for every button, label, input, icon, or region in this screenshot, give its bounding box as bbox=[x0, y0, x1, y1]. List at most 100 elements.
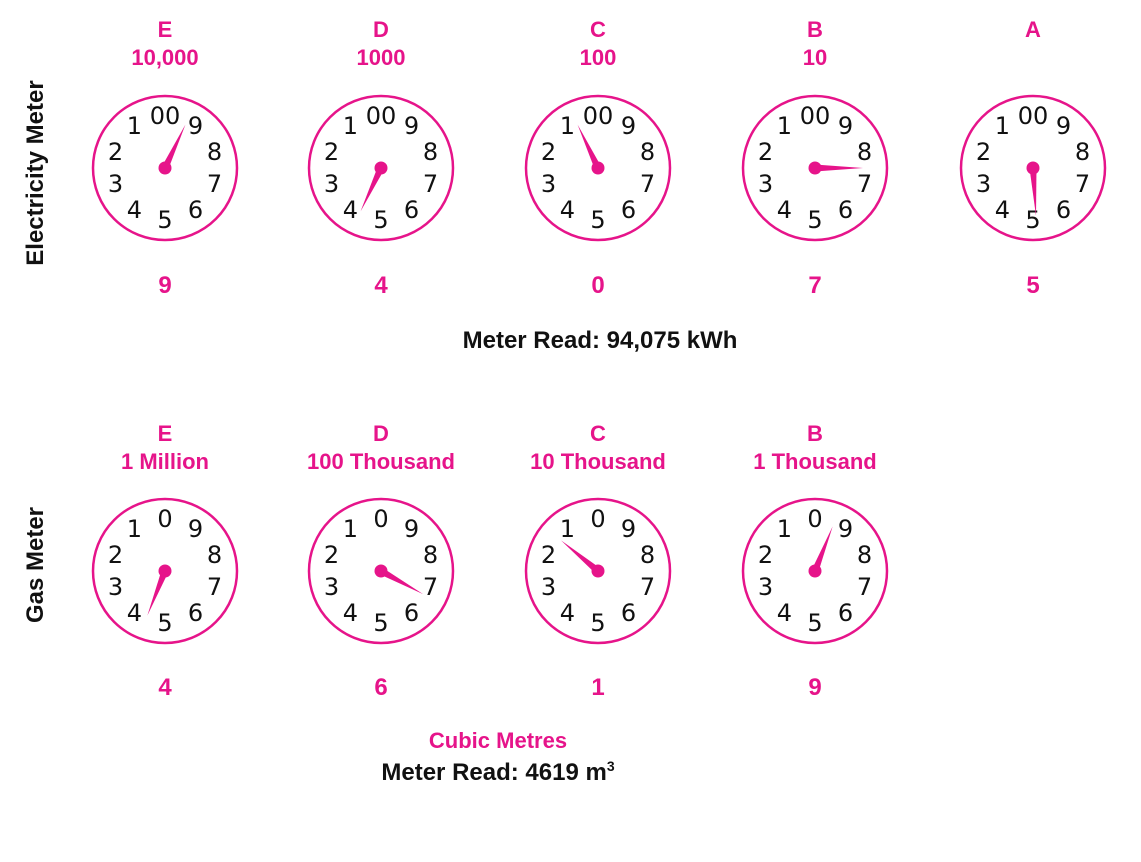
elec-dial-a-header: A bbox=[933, 16, 1133, 44]
dial-needle bbox=[811, 526, 833, 573]
dial-number: 0 bbox=[373, 505, 388, 533]
dial-number: 1 bbox=[343, 112, 358, 140]
dial-number: 00 bbox=[150, 102, 181, 130]
dial-number: 8 bbox=[207, 138, 222, 166]
dial-number: 9 bbox=[404, 112, 419, 140]
dial-number: 6 bbox=[188, 599, 203, 627]
dial-multiplier: 100 Thousand bbox=[307, 449, 455, 474]
dial-number: 6 bbox=[404, 599, 419, 627]
dial-number: 2 bbox=[976, 138, 991, 166]
dial-number: 5 bbox=[807, 206, 822, 234]
dial-hub bbox=[374, 161, 388, 175]
gas-meter-read: Meter Read: 4619 m3 bbox=[198, 758, 798, 787]
gas-unit-label: Cubic Metres bbox=[428, 728, 568, 753]
dial-number: 8 bbox=[423, 138, 438, 166]
dial-number: 1 bbox=[560, 515, 575, 543]
dial-number: 6 bbox=[621, 196, 636, 224]
dial-number: 2 bbox=[541, 541, 556, 569]
dial-number: 6 bbox=[404, 196, 419, 224]
dial-number: 7 bbox=[207, 170, 222, 198]
dial-number: 9 bbox=[838, 112, 853, 140]
gas-dial-d-reading: 6 bbox=[374, 674, 388, 701]
gas-dial-b-reading: 9 bbox=[808, 674, 822, 701]
dial-number: 2 bbox=[758, 541, 773, 569]
dial-number: 5 bbox=[373, 206, 388, 234]
dial-hub bbox=[808, 161, 822, 175]
dial-number: 7 bbox=[857, 573, 872, 601]
dial-multiplier: 100 bbox=[579, 45, 617, 70]
dial-number: 8 bbox=[207, 541, 222, 569]
dial-letter: D bbox=[373, 421, 389, 446]
dial-number: 3 bbox=[976, 170, 991, 198]
dial-number: 4 bbox=[777, 599, 792, 627]
gas-meter-read-text: Meter Read: 4619 m bbox=[381, 759, 607, 786]
dial-number: 3 bbox=[108, 170, 123, 198]
dial-number: 9 bbox=[188, 515, 203, 543]
dial-multiplier: 1000 bbox=[356, 45, 406, 70]
dial-number: 8 bbox=[640, 541, 655, 569]
elec-dial-a-reading: 5 bbox=[1026, 272, 1040, 299]
dial-number: 6 bbox=[621, 599, 636, 627]
dial-number: 5 bbox=[157, 609, 172, 637]
dial-number: 1 bbox=[777, 112, 792, 140]
elec-dial-e-header: E 10,000 bbox=[65, 16, 265, 72]
dial-number: 4 bbox=[343, 599, 358, 627]
dial-hub bbox=[591, 161, 605, 175]
elec-dial-c-header: C 100 bbox=[498, 16, 698, 72]
dial-needle bbox=[360, 166, 385, 212]
dial-number: 9 bbox=[838, 515, 853, 543]
dial-number: 6 bbox=[1056, 196, 1071, 224]
dial-hub bbox=[158, 161, 172, 175]
dial-number: 3 bbox=[758, 170, 773, 198]
dial-number: 5 bbox=[807, 609, 822, 637]
dial-number: 3 bbox=[758, 573, 773, 601]
dial-number: 4 bbox=[560, 599, 575, 627]
electricity-meter-read: Meter Read: 94,075 kWh bbox=[462, 327, 738, 354]
dial-number: 2 bbox=[108, 541, 123, 569]
dial-number: 4 bbox=[343, 196, 358, 224]
dial-hub bbox=[1026, 161, 1040, 175]
dial-number: 8 bbox=[1075, 138, 1090, 166]
dial-number: 0 bbox=[807, 505, 822, 533]
dial-number: 5 bbox=[373, 609, 388, 637]
dial-number: 4 bbox=[777, 196, 792, 224]
dial-number: 7 bbox=[857, 170, 872, 198]
cubic-superscript: 3 bbox=[606, 758, 615, 774]
elec-dial-e-reading: 9 bbox=[158, 272, 172, 299]
gas-dial-c-reading: 1 bbox=[591, 674, 605, 701]
dial-number: 2 bbox=[758, 138, 773, 166]
dial-number: 6 bbox=[838, 599, 853, 627]
dial-number: 5 bbox=[590, 206, 605, 234]
dial-multiplier: 10 Thousand bbox=[530, 449, 666, 474]
dial-number: 0 bbox=[157, 505, 172, 533]
dial-letter: C bbox=[590, 421, 606, 446]
dial-number: 9 bbox=[621, 515, 636, 543]
dial-hub bbox=[808, 564, 822, 578]
dial-hub bbox=[374, 564, 388, 578]
dial-multiplier: 10,000 bbox=[131, 45, 199, 70]
dial-needle bbox=[147, 569, 169, 616]
elec-dial-b-reading: 7 bbox=[808, 272, 822, 299]
dial-number: 3 bbox=[324, 170, 339, 198]
gas-dial-d-header: D 100 Thousand bbox=[281, 420, 481, 476]
dial-number: 7 bbox=[640, 170, 655, 198]
dial-multiplier: 1 Million bbox=[121, 449, 209, 474]
dial-number: 3 bbox=[108, 573, 123, 601]
dial-number: 7 bbox=[423, 573, 438, 601]
dial-number: 8 bbox=[640, 138, 655, 166]
dial-needle bbox=[815, 164, 863, 172]
dial-number: 1 bbox=[343, 515, 358, 543]
dial-number: 3 bbox=[541, 573, 556, 601]
dial-number: 4 bbox=[127, 196, 142, 224]
dial-number: 1 bbox=[127, 515, 142, 543]
dial-number: 00 bbox=[366, 102, 397, 130]
dial-number: 3 bbox=[324, 573, 339, 601]
